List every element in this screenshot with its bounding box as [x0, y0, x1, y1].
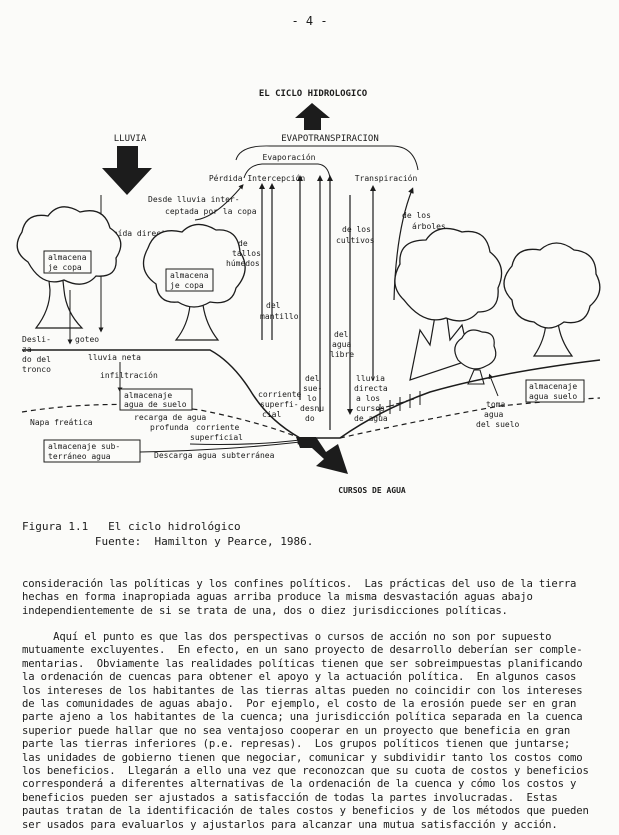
recarga-2: profunda: [150, 423, 189, 432]
del-agua-libre-3: libre: [330, 350, 354, 359]
del-suelo-desnudo-4: desnu: [300, 404, 324, 413]
almacenaje-agua-suelo-r1: almacenaje: [529, 382, 577, 391]
almacenaje-sub-2: terráneo agua: [48, 452, 111, 461]
arrow-corriente-superficial: [189, 437, 303, 445]
almacenaje-suelo-box: [119, 388, 193, 411]
fuente-text: Hamilton y Pearce, 1986.: [154, 535, 314, 548]
del-suelo-desnudo-2: sue-: [303, 384, 322, 393]
far-right-tree: [503, 242, 601, 357]
lluvia-directa-3: a los: [356, 394, 380, 403]
lluvia-directa-2: directa: [354, 384, 388, 393]
perdida-intercepcion-label: Pérdida Intercepción: [209, 173, 306, 183]
lluvia-directa-4: cursos: [356, 404, 385, 413]
lluvia-directa-1: lluvia: [356, 374, 385, 383]
del-suelo-desnudo-5: do: [305, 414, 315, 423]
evapotranspiration-big-arrow: [295, 103, 330, 130]
corriente-superfi-2: superfi-: [260, 400, 299, 409]
napa-freatica-label: Napa freática: [30, 418, 93, 427]
del-suelo-desnudo-1: del: [305, 374, 320, 383]
de-tallos-2: tallos: [232, 249, 261, 258]
page-number: - 4 -: [291, 14, 328, 28]
paragraph-1: consideración las políticas y los confin…: [22, 578, 577, 617]
caida-directa-label: caída directa: [108, 229, 171, 238]
infiltracion-label: infiltración: [100, 370, 158, 380]
corriente-superfi-3: cial: [262, 410, 281, 419]
goteo-label: goteo: [75, 335, 99, 344]
de-tallos-1: de: [238, 239, 248, 248]
almacenaje-copa-1b: je copa: [48, 263, 82, 272]
del-agua-libre-1: del: [334, 330, 349, 339]
lluvia-label: LLUVIA: [114, 134, 147, 144]
almacenaje-agua-suelo-r2: agua suelo: [529, 392, 577, 401]
evaporacion-bracket: [243, 163, 331, 179]
toma-agua-3: del suelo: [476, 420, 520, 429]
deslizado-2: za-: [22, 345, 36, 354]
toma-agua-2: agua: [484, 410, 503, 419]
evapotranspiracion-bracket: [235, 145, 419, 171]
de-los-cultivos-2: cultivos: [336, 236, 375, 245]
desde-lluvia-label-2: ceptada por la copa: [165, 207, 257, 216]
deslizado-1: Desli-: [22, 335, 51, 344]
cursos-de-agua-label: CURSOS DE AGUA: [338, 486, 406, 495]
almacenaje-sub-1: almacenaje sub-: [48, 442, 120, 451]
crops: [375, 391, 421, 417]
almacenaje-agua-suelo-right-box: [525, 379, 585, 403]
deslizado-3: do del: [22, 355, 51, 364]
stream-outflow-arrow: [296, 437, 348, 474]
del-mantillo-2: mantillo: [260, 312, 299, 321]
fuente-label: Fuente:: [94, 535, 142, 548]
deslizado-4: tronco: [22, 365, 51, 374]
evaporacion-label: Evaporación: [263, 152, 316, 162]
small-tree: [454, 329, 497, 385]
desde-lluvia-label-1: Desde lluvia inter-: [148, 195, 240, 204]
ground-surface: [22, 349, 601, 439]
de-tallos-3: húmedos: [226, 259, 260, 268]
descarga-label: Descarga agua subterránea: [154, 451, 275, 460]
almacenaje-subterraneo-box: [43, 439, 141, 463]
figura-text: El ciclo hidrológico: [108, 520, 241, 533]
del-suelo-desnudo-3: lo: [307, 394, 317, 403]
corriente-superficial-2: superficial: [190, 433, 243, 442]
de-los-arboles-2: árboles: [412, 222, 446, 231]
corriente-superfi-1: corriente: [258, 390, 302, 399]
lluvia-neta-label: lluvia neta: [88, 353, 141, 362]
arrow-arboles: [393, 187, 414, 301]
almacenaje-copa-2b: je copa: [170, 281, 204, 290]
hydrologic-cycle-diagram: EL CICLO HIDROLOGICO LLUVIA EVAPOTRANSPI…: [16, 89, 601, 495]
transpiracion-label: Transpiración: [355, 173, 418, 183]
figura-label: Figura 1.1: [22, 520, 89, 533]
recarga-1: recarga de agua: [134, 413, 206, 422]
corriente-superficial-1: corriente: [196, 423, 240, 432]
arrow-toma-agua: [488, 373, 499, 397]
almacenaje-copa-1a: almacena: [48, 253, 87, 262]
diagram-title: EL CICLO HIDROLOGICO: [259, 89, 368, 99]
del-agua-libre-2: agua: [332, 340, 351, 349]
de-los-arboles-1: de los: [402, 211, 431, 220]
lluvia-directa-5: de agua: [354, 414, 388, 423]
almacenaje-copa-box-1: [43, 250, 92, 274]
arrow-desde-lluvia: [194, 184, 244, 221]
paragraph-2: Aquí el punto es que las dos perspectiva…: [22, 631, 589, 831]
almacenaje-copa-box-2: [165, 268, 214, 292]
evapotranspiracion-label: EVAPOTRANSPIRACION: [281, 134, 379, 144]
toma-agua-1: toma: [486, 400, 505, 409]
almacenaje-copa-2a: almacena: [170, 271, 209, 280]
almacenaje-suelo-2: agua de suelo: [124, 400, 187, 409]
de-los-cultivos-1: de los: [342, 225, 371, 234]
almacenaje-suelo-1: almacenaje: [124, 391, 172, 400]
rain-big-arrow: [102, 146, 152, 195]
del-mantillo-1: del: [266, 301, 281, 310]
arrow-descarga: [139, 439, 303, 453]
figure-caption: Figura 1.1 El ciclo hidrológico Fuente: …: [22, 519, 313, 549]
